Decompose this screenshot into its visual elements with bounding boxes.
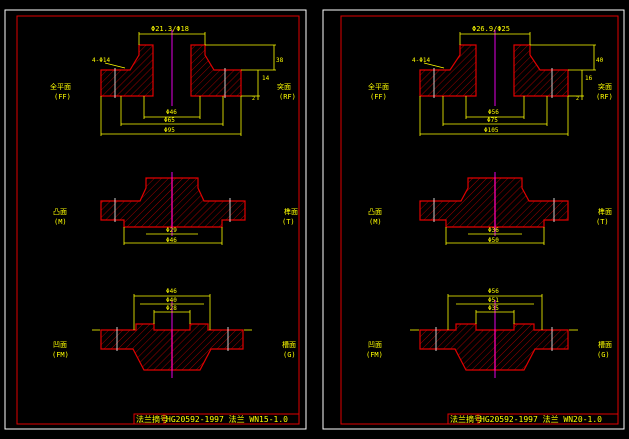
sheet-frame bbox=[322, 9, 625, 430]
dim-d3: Φ105 bbox=[484, 127, 499, 134]
face-label-g: 槽面 bbox=[282, 340, 296, 349]
dim-d1: Φ56 bbox=[488, 109, 499, 116]
flange-top-view[interactable]: Φ21.3/Φ18 4-Φ14 Φ46 Φ65 Φ95 14 38 2 bbox=[92, 25, 284, 136]
face-label-m: 凸面 bbox=[53, 208, 67, 216]
dim-d3: Φ28 bbox=[166, 305, 177, 312]
face-code-fm: (FM) bbox=[366, 351, 383, 359]
face-label-fm: 凹面 bbox=[368, 341, 382, 349]
face-code-g: (G) bbox=[283, 351, 296, 359]
flange-section-right bbox=[494, 323, 569, 371]
title-block[interactable]: 法兰摘号 HG20592-1997 法兰 WN15-1.0 bbox=[133, 413, 300, 425]
face-code-rf: (RF) bbox=[596, 93, 613, 101]
face-label-ff: 全平面 bbox=[368, 82, 389, 91]
hub-dim: Φ21.3/Φ18 bbox=[151, 25, 189, 33]
face-code-ff: (FF) bbox=[370, 93, 387, 101]
dim-d2: Φ50 bbox=[488, 237, 499, 244]
face-label-t: 榫面 bbox=[598, 207, 612, 216]
sheet-left[interactable]: Φ21.3/Φ18 4-Φ14 Φ46 Φ65 Φ95 14 38 2 全平面 bbox=[4, 9, 307, 430]
flange-section-left bbox=[100, 323, 173, 371]
flange-section-right bbox=[494, 177, 569, 228]
flange-bottom-view[interactable]: Φ56 Φ51 Φ35 bbox=[410, 288, 578, 378]
flange-middle-view[interactable]: Φ29 Φ46 bbox=[100, 172, 246, 245]
bolt-dim: 4-Φ14 bbox=[412, 57, 430, 64]
dim-d2: Φ65 bbox=[164, 117, 175, 124]
sheet-right[interactable]: Φ26.9/Φ25 4-Φ14 Φ56 Φ75 Φ105 16 40 2 全平面 bbox=[322, 9, 625, 430]
flange-section-left bbox=[419, 323, 496, 371]
leader-line bbox=[423, 62, 445, 69]
face-code-g: (G) bbox=[597, 351, 610, 359]
dim-d1: Φ36 bbox=[488, 227, 499, 234]
face-code-m: (M) bbox=[369, 218, 382, 226]
face-label-t: 榫面 bbox=[284, 207, 298, 216]
flange-section-right bbox=[171, 177, 246, 228]
dim-d2: Φ40 bbox=[166, 297, 177, 304]
dim-d3: Φ35 bbox=[488, 305, 499, 312]
flange-section-left bbox=[419, 177, 496, 228]
dim-d3: Φ95 bbox=[164, 127, 175, 134]
leader-line bbox=[104, 62, 126, 69]
sheet-frame bbox=[4, 9, 307, 430]
face-label-ff: 全平面 bbox=[50, 82, 71, 91]
dim-d1: Φ46 bbox=[166, 288, 177, 295]
face-label-fm: 凹面 bbox=[53, 341, 67, 349]
flange-section-right bbox=[190, 44, 242, 97]
dim-d1: Φ29 bbox=[166, 227, 177, 234]
flange-section-left bbox=[100, 44, 154, 97]
hub-dim: Φ26.9/Φ25 bbox=[472, 25, 510, 33]
dim-h3: 2 bbox=[252, 96, 255, 102]
bolt-dim: 4-Φ14 bbox=[92, 57, 110, 64]
face-code-t: (T) bbox=[596, 218, 609, 226]
dim-h1: 14 bbox=[262, 75, 270, 82]
face-code-ff: (FF) bbox=[54, 93, 71, 101]
dim-h3: 2 bbox=[576, 96, 579, 102]
dim-d2: Φ51 bbox=[488, 297, 499, 304]
title-block[interactable]: 法兰摘号 HG20592-1997 法兰 WN20-1.0 bbox=[447, 413, 619, 425]
face-label-m: 凸面 bbox=[368, 208, 382, 216]
title-label: 法兰摘号 bbox=[450, 414, 482, 424]
flange-top-view[interactable]: Φ26.9/Φ25 4-Φ14 Φ56 Φ75 Φ105 16 40 2 bbox=[412, 25, 604, 136]
face-code-rf: (RF) bbox=[279, 93, 296, 101]
dim-d2: Φ75 bbox=[487, 117, 498, 124]
face-label-g: 槽面 bbox=[598, 340, 612, 349]
flange-bottom-view[interactable]: Φ46 Φ40 Φ28 bbox=[92, 288, 252, 378]
flange-middle-view[interactable]: Φ36 Φ50 bbox=[419, 172, 569, 245]
title-text: HG20592-1997 法兰 WN20-1.0 bbox=[480, 414, 602, 424]
title-label: 法兰摘号 bbox=[136, 414, 168, 424]
face-code-t: (T) bbox=[282, 218, 295, 226]
face-code-m: (M) bbox=[54, 218, 67, 226]
title-block-box bbox=[133, 413, 300, 425]
face-label-rf: 突面 bbox=[598, 82, 612, 91]
dim-d1: Φ46 bbox=[166, 109, 177, 116]
title-block-box bbox=[447, 413, 619, 425]
dim-d1: Φ56 bbox=[488, 288, 499, 295]
dim-h2: 40 bbox=[596, 57, 604, 64]
flange-section-left bbox=[419, 44, 477, 97]
face-label-rf: 突面 bbox=[277, 82, 291, 91]
dim-h1: 16 bbox=[585, 75, 593, 82]
dim-d2: Φ46 bbox=[166, 237, 177, 244]
dim-h2: 38 bbox=[276, 57, 284, 64]
title-text: HG20592-1997 法兰 WN15-1.0 bbox=[166, 414, 288, 424]
flange-section-right bbox=[513, 44, 569, 97]
flange-section-right bbox=[171, 323, 244, 371]
face-code-fm: (FM) bbox=[52, 351, 69, 359]
flange-section-left bbox=[100, 177, 173, 228]
